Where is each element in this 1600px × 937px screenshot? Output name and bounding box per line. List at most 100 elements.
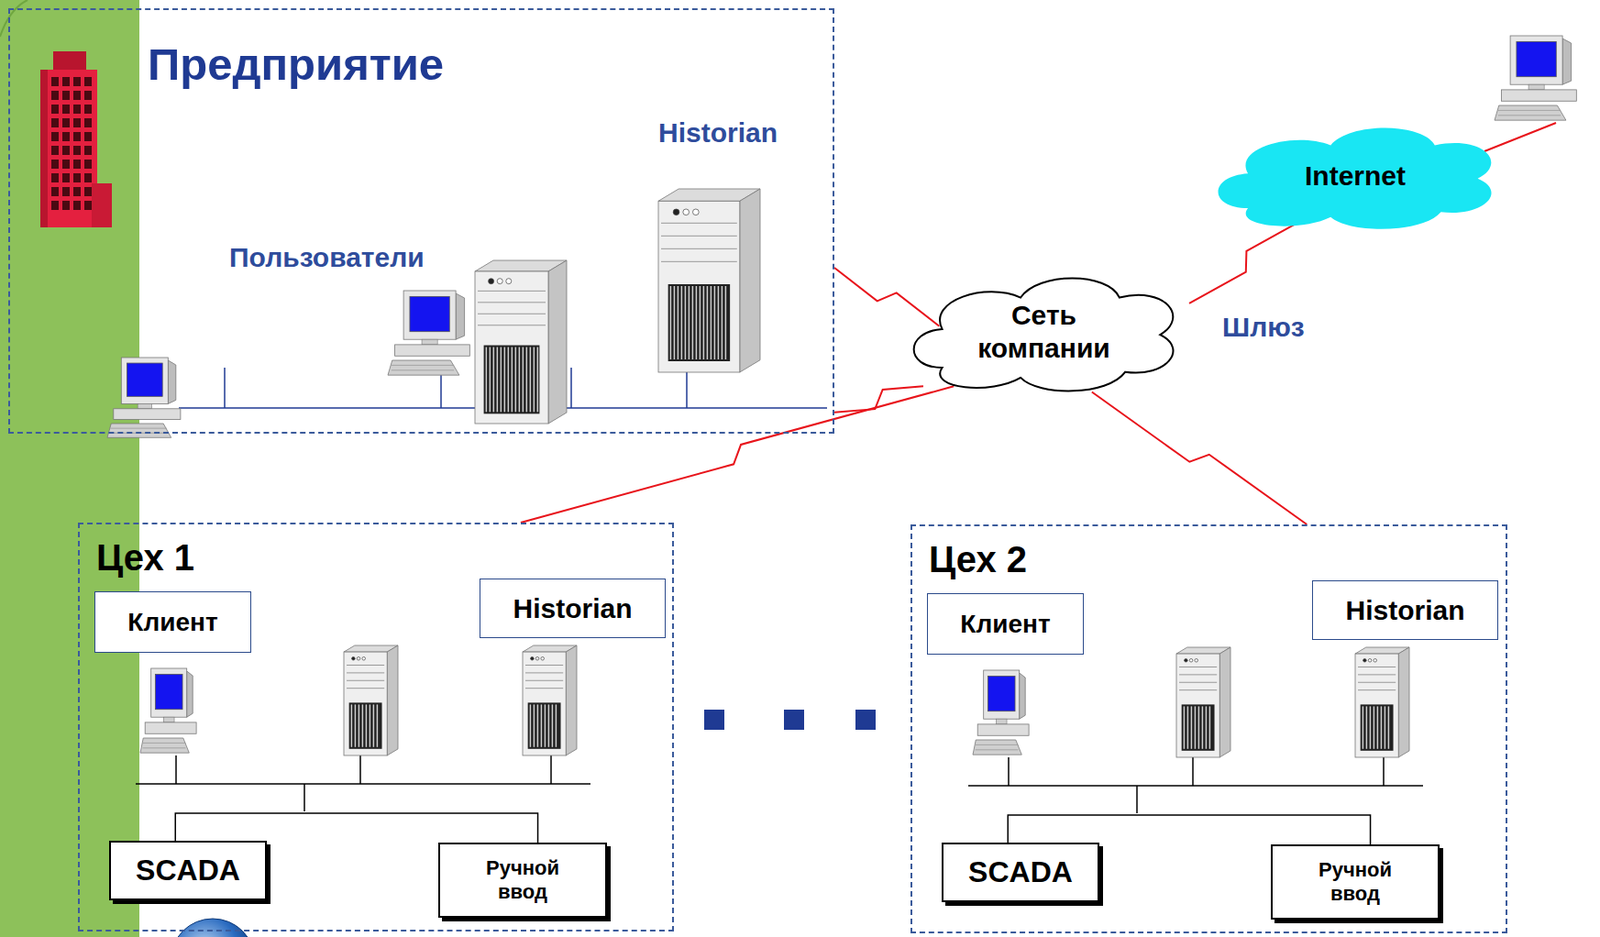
monitor-body	[983, 670, 1020, 719]
grille-stripe	[677, 286, 680, 360]
grille-stripe	[537, 704, 540, 747]
grille-stripe	[670, 286, 673, 360]
grille-stripe	[714, 286, 717, 360]
server-bay	[525, 687, 563, 689]
building-window	[51, 200, 59, 210]
server-grille	[528, 702, 562, 749]
building-annex	[91, 183, 112, 228]
grille-stripe	[692, 286, 695, 360]
grille-stripe	[529, 347, 532, 413]
scada-box: SCADA	[941, 842, 1100, 903]
computer-base	[395, 344, 471, 356]
grille-stripe	[537, 347, 540, 413]
computer-icon	[387, 290, 470, 376]
building-window	[73, 145, 81, 155]
building-window	[51, 159, 59, 169]
node-text: SCADA	[968, 854, 1073, 890]
server-led	[1189, 659, 1193, 663]
keyboard-row	[1498, 114, 1561, 116]
server-bay	[1179, 682, 1217, 684]
server-bay	[1357, 689, 1396, 691]
computer-icon	[107, 357, 181, 438]
building-window	[73, 90, 81, 100]
grille-stripe	[1377, 706, 1380, 749]
region-title: Цех 1	[96, 535, 195, 580]
server-side	[1219, 647, 1231, 758]
lan-drop	[223, 367, 226, 409]
server-led	[530, 657, 535, 662]
server-bay	[477, 301, 546, 303]
server-grille	[484, 345, 541, 415]
grille-stripe	[688, 286, 691, 360]
server-led	[352, 657, 356, 662]
monitor-stand	[995, 718, 1007, 725]
keyboard-row	[143, 742, 187, 744]
building-window	[84, 187, 92, 197]
bus-wire	[1382, 757, 1385, 786]
bus-wire	[175, 755, 177, 784]
building-window	[62, 145, 70, 155]
network-link	[520, 386, 954, 523]
node-text: Ручной ввод	[472, 856, 574, 905]
keyboard-row	[975, 749, 1019, 751]
monitor-screen	[154, 673, 183, 709]
grille-stripe	[1194, 706, 1197, 749]
monitor-screen	[126, 363, 163, 397]
building-window	[73, 77, 81, 87]
grille-stripe	[485, 347, 488, 413]
grille-stripe	[373, 704, 376, 747]
building-window	[51, 118, 59, 128]
server-bay	[346, 680, 385, 682]
grille-stripe	[544, 704, 547, 747]
server-front	[1176, 653, 1220, 758]
building-window	[62, 187, 70, 197]
users-label: Пользователи	[229, 242, 425, 274]
computer-base	[113, 408, 181, 420]
node-text: Клиент	[960, 608, 1050, 640]
building-window	[51, 145, 59, 155]
historian-box: Historian	[479, 578, 666, 639]
grille-stripe	[1366, 706, 1369, 749]
keyboard	[140, 738, 189, 753]
keyboard-row	[391, 369, 454, 371]
bus-wire	[550, 755, 552, 784]
bus-wiring	[135, 755, 591, 812]
grille-stripe	[681, 286, 684, 360]
bus-wire	[135, 783, 591, 785]
keyboard-row	[143, 747, 187, 749]
bus-wire	[175, 813, 538, 843]
building-window	[62, 200, 70, 210]
server-bay	[661, 222, 738, 224]
node-text: Сеть компании	[952, 298, 1137, 365]
grille-stripe	[1369, 706, 1372, 749]
network-link	[834, 386, 924, 413]
grille-stripe	[500, 347, 503, 413]
grille-stripe	[504, 347, 507, 413]
region-title: Предприятие	[147, 37, 444, 92]
grille-stripe	[526, 347, 529, 413]
building-window	[62, 118, 70, 128]
building-window	[51, 77, 59, 87]
grille-stripe	[551, 704, 554, 747]
grille-stripe	[1384, 706, 1387, 749]
manual-input-box: Ручной ввод	[1270, 844, 1440, 920]
building-window	[73, 104, 81, 114]
server-led	[683, 209, 690, 216]
monitor-stand	[163, 717, 175, 723]
grille-stripe	[1183, 706, 1186, 749]
building-window	[84, 90, 92, 100]
grille-stripe	[522, 347, 525, 413]
building-window	[84, 118, 92, 128]
grille-stripe	[507, 347, 510, 413]
node-text: Internet	[1304, 159, 1406, 193]
server-bay	[1357, 682, 1396, 684]
gateway-label: Шлюз	[1222, 311, 1305, 343]
lan-drop	[685, 367, 688, 409]
grille-stripe	[489, 347, 492, 413]
grille-stripe	[540, 704, 543, 747]
server-side	[1398, 647, 1410, 758]
server-led	[356, 657, 361, 662]
monitor-stand	[137, 403, 152, 409]
side-band	[0, 0, 140, 937]
